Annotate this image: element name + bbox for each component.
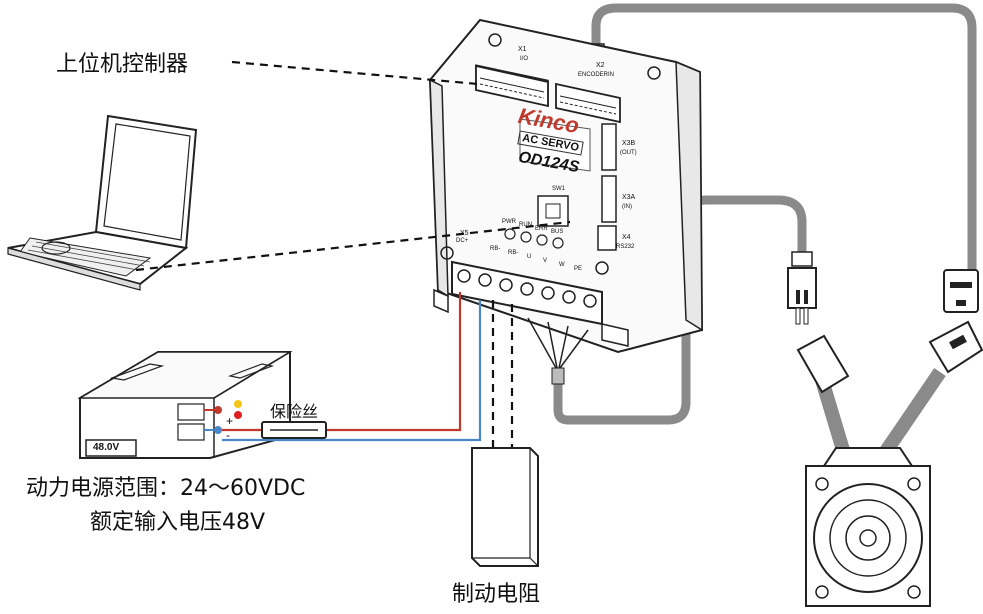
motor-phase-wires [527, 317, 589, 385]
fuse-label: 保险丝 [270, 402, 319, 421]
led-run-label: RUN [519, 222, 532, 228]
x2-sub-label: ENCODERIN [578, 72, 615, 78]
led-bus-label: BUS [551, 229, 564, 235]
led-bus [552, 237, 564, 249]
terminal-rb-1: RB- [490, 246, 501, 252]
host-controller-label: 上位机控制器 [56, 52, 189, 77]
terminal-w: W [559, 262, 565, 268]
psu-display [85, 439, 137, 457]
power-range-label: 动力电源范围：24～60VDC [26, 476, 306, 501]
x5-label: X5 [460, 230, 469, 237]
terminal-dc-plus: DC+ [456, 238, 469, 244]
x4-label: X4 [622, 234, 631, 241]
psu-display-value: 48.0V [93, 442, 120, 453]
psu-led-yellow [234, 400, 242, 408]
x3b-sub-label: (OUT) [620, 150, 637, 156]
x4-connector [597, 225, 617, 251]
terminal-pe: PE [574, 266, 583, 272]
psu-plus-sign: + [226, 414, 234, 428]
terminal-v: V [543, 258, 548, 264]
brake-resistor-label: 制动电阻 [452, 582, 541, 607]
rs232-line [135, 220, 571, 272]
psu-led-red [234, 411, 242, 419]
rated-voltage-label: 额定输入电压48V [90, 510, 266, 535]
x3a-label: X3A [622, 194, 636, 201]
psu-minus-sign: - [226, 428, 230, 442]
led-err [536, 234, 548, 246]
x2-label: X2 [596, 62, 605, 69]
led-run [520, 231, 532, 243]
led-err-label: ERR [535, 226, 548, 232]
x3b-label: X3B [622, 140, 636, 147]
power-wires [222, 292, 482, 442]
laptop-icon [7, 114, 198, 291]
x1-label: X1 [518, 46, 527, 53]
x1-connector [475, 64, 549, 108]
x2-connector [555, 82, 621, 124]
sw1-display [537, 195, 569, 227]
x3b-connector [601, 123, 617, 171]
x1-sub-label: I/O [520, 56, 529, 62]
led-pwr [504, 228, 516, 240]
brake-resistor [471, 300, 539, 567]
power-supply [77, 351, 293, 459]
terminal-u: U [527, 254, 532, 260]
led-pwr-label: PWR [502, 219, 516, 225]
x4-sub-label: RS232 [616, 244, 635, 250]
x3a-sub-label: (IN) [622, 204, 632, 210]
sw1-label: SW1 [552, 186, 566, 192]
terminal-rb-2: RB- [508, 250, 519, 256]
servo-drive [428, 18, 704, 354]
x3a-connector [601, 175, 617, 223]
servo-motor [796, 320, 983, 607]
